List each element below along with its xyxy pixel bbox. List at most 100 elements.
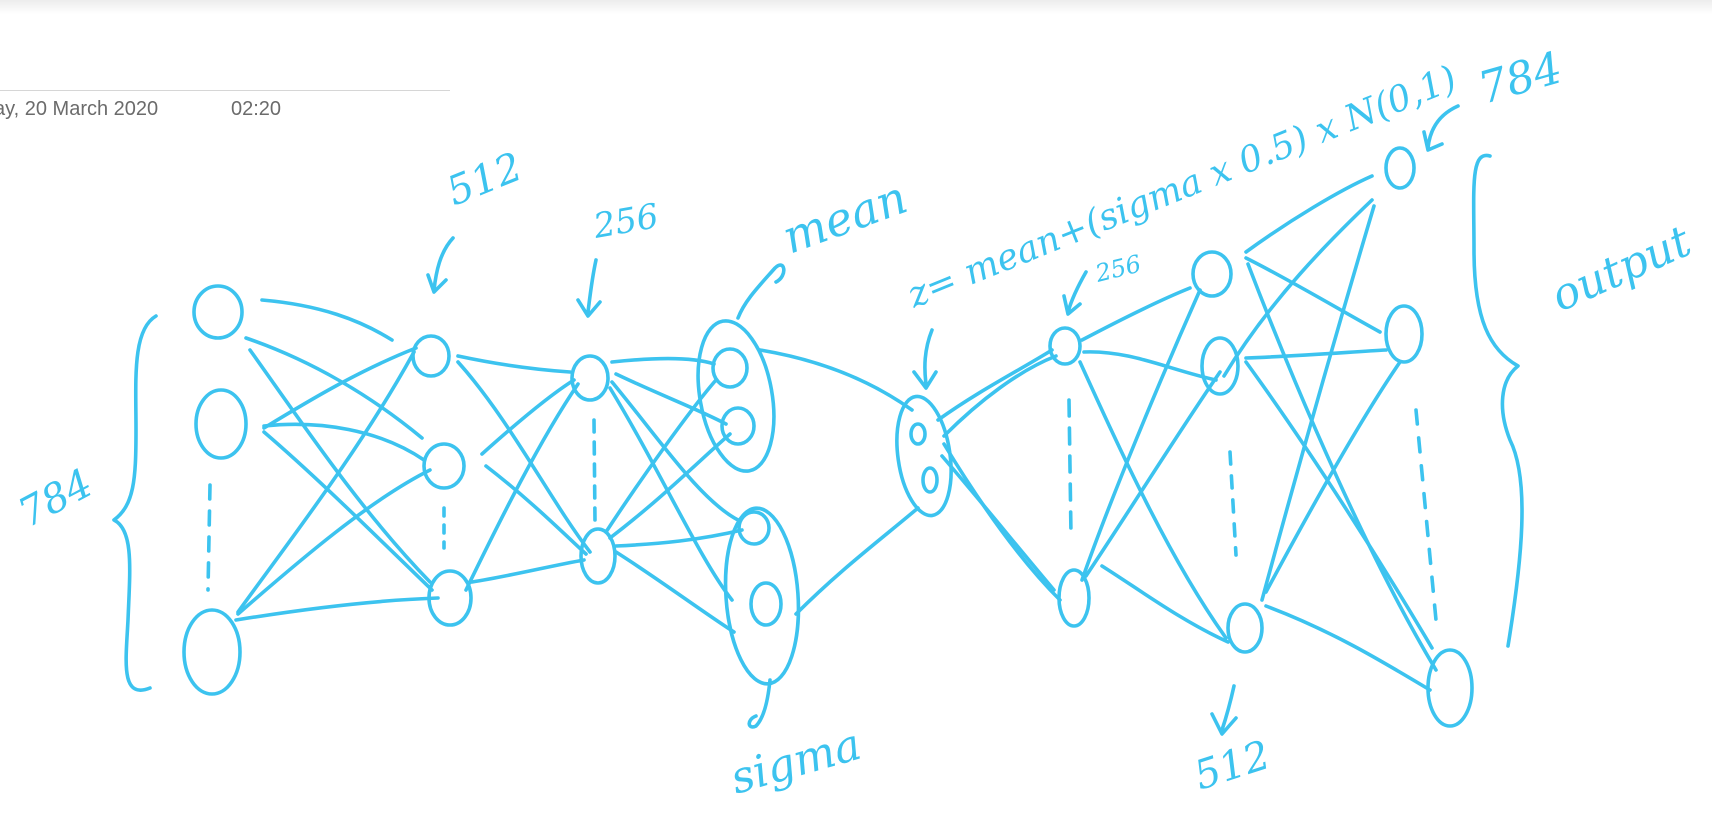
edge: [1264, 604, 1432, 692]
edge: [1244, 348, 1388, 360]
input-node-1: [192, 284, 244, 340]
decoder-layer-512: [1191, 250, 1264, 736]
edge: [1244, 360, 1434, 650]
decoder-layer-256: [1048, 270, 1091, 628]
input-ellipsis-dash: [206, 483, 212, 592]
encoder-layer-512: [411, 236, 473, 627]
input-node-2: [194, 388, 248, 460]
enc1-node-last: [427, 569, 473, 627]
dec2-ellipsis-dash: [1228, 450, 1238, 557]
enc1-node-1: [411, 334, 451, 378]
output-node-1: [1384, 146, 1416, 190]
edge: [794, 506, 920, 616]
input-brace: [112, 314, 158, 692]
edge: [1260, 204, 1376, 602]
edge: [248, 348, 432, 584]
mean-group: [696, 263, 786, 473]
dec2-node-1: [1191, 250, 1233, 298]
edge: [610, 356, 716, 366]
edge: [480, 378, 576, 456]
edge: [262, 346, 418, 430]
dec1-ellipsis-dash: [1067, 398, 1073, 537]
edge: [244, 336, 424, 440]
edge: [1244, 256, 1382, 334]
edge: [614, 528, 744, 548]
sigma-group: [723, 506, 801, 729]
dec2-arrow: [1210, 684, 1238, 736]
mean-container: [696, 319, 776, 473]
edge: [262, 422, 426, 462]
edge: [614, 550, 736, 634]
mean-node-2: [720, 406, 756, 446]
edge: [610, 380, 740, 522]
enc2-ellipsis-dash: [592, 418, 597, 524]
edge: [1264, 360, 1402, 594]
dec1-arrow: [1062, 270, 1088, 316]
mean-pointer: [736, 263, 786, 320]
label-enc1-512: 512: [441, 144, 529, 215]
edge: [942, 442, 1062, 602]
edge: [456, 360, 592, 554]
edge: [1078, 360, 1228, 640]
label-output: output: [1544, 216, 1699, 322]
edge: [1222, 198, 1374, 378]
edge: [1084, 370, 1222, 578]
input-layer: [112, 284, 248, 696]
edge: [1244, 174, 1374, 254]
sigma-pointer: [747, 678, 772, 729]
enc2-node-1: [570, 354, 610, 402]
label-input-784: 784: [11, 460, 100, 536]
edge: [758, 348, 914, 412]
edge: [1100, 564, 1230, 644]
enc1-node-2: [422, 442, 466, 490]
label-output-784: 784: [1473, 42, 1568, 114]
dec2-node-last: [1226, 602, 1264, 654]
encoder-layer-256: [570, 258, 617, 585]
edge: [608, 432, 732, 540]
output-brace: [1471, 153, 1524, 648]
edge: [1082, 350, 1218, 382]
label-sigma: sigma: [725, 719, 867, 805]
edge: [608, 386, 734, 602]
output-node-last: [1426, 648, 1474, 728]
z-node-1: [909, 422, 927, 446]
mean-node-1: [711, 347, 749, 389]
output-node-2: [1384, 304, 1424, 364]
output-layer: [1384, 104, 1524, 728]
page-header-rule: [0, 90, 450, 91]
enc2-arrow: [576, 258, 602, 318]
output-ellipsis-dash: [1414, 408, 1438, 622]
label-z-formula: z= mean+(sigma x 0.5) x N(0,1): [901, 58, 1462, 317]
edge: [942, 354, 1058, 438]
dec1-node-last: [1057, 568, 1091, 628]
dec1-node-1: [1048, 326, 1082, 366]
edge: [936, 348, 1054, 422]
enc1-arrow: [426, 236, 455, 294]
edge: [1246, 262, 1438, 672]
output-arrow: [1422, 104, 1460, 152]
edge: [260, 298, 394, 342]
edge: [1080, 286, 1192, 342]
edge: [236, 350, 416, 614]
edge: [470, 558, 586, 584]
edge: [464, 382, 580, 592]
edge: [236, 468, 432, 616]
edge: [1080, 288, 1202, 582]
edge: [234, 596, 440, 622]
edge: [604, 378, 718, 534]
edge: [614, 372, 728, 426]
sigma-container: [723, 506, 801, 686]
edge: [484, 464, 588, 556]
labels: 784 512 256 mean sigma z= mean+(sigma x …: [11, 42, 1699, 804]
input-node-last: [182, 608, 242, 696]
edge: [456, 354, 572, 374]
sigma-node-2: [749, 581, 783, 627]
sigma-node-1: [737, 510, 771, 546]
label-mean: mean: [775, 170, 914, 264]
window-top-shade: [0, 0, 1712, 14]
label-dec1-256: 256: [1092, 250, 1144, 288]
page-date: ay, 20 March 2020: [0, 98, 159, 120]
label-dec2-512: 512: [1189, 732, 1276, 799]
edge: [940, 454, 1056, 592]
